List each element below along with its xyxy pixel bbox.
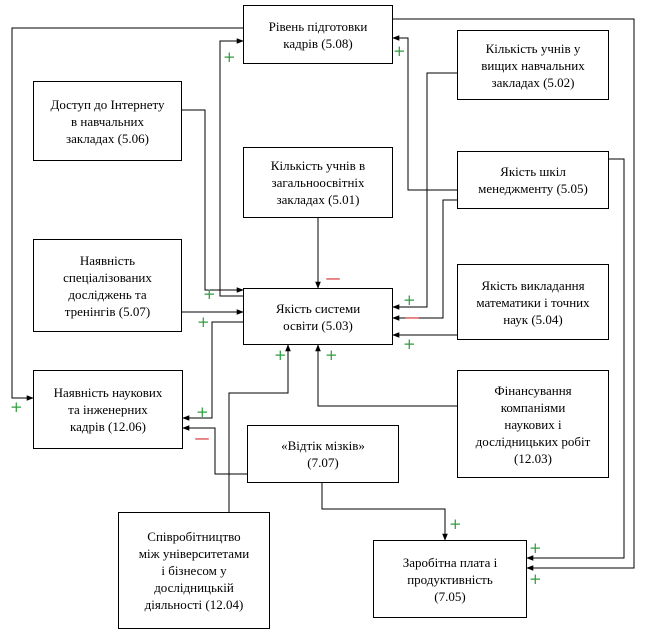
node-text: математики і точних bbox=[476, 294, 590, 310]
plus-sign: + bbox=[529, 539, 542, 557]
plus-sign: + bbox=[449, 515, 462, 533]
node-text: наукових і bbox=[504, 416, 562, 432]
plus-sign: + bbox=[529, 570, 542, 588]
node-text: Наявність bbox=[79, 252, 136, 268]
node-text: дослідницьких робіт bbox=[475, 433, 591, 449]
plus-sign: + bbox=[274, 346, 287, 364]
node-text: Рівень підготовки bbox=[268, 18, 368, 34]
minus-sign: — bbox=[325, 269, 341, 287]
edge-1204-to-503 bbox=[228, 344, 291, 512]
edge-707-to-1206 bbox=[182, 425, 247, 475]
node-text: «Відтік мізків» bbox=[281, 438, 365, 453]
node-text: закладах (5.02) bbox=[491, 74, 575, 90]
node-text: та інженерних bbox=[68, 402, 148, 417]
plus-sign: + bbox=[10, 398, 23, 416]
node-text: кадрів (5.08) bbox=[283, 35, 353, 51]
node-text: (12.03) bbox=[514, 450, 552, 466]
edge-505-to-503 bbox=[392, 199, 457, 321]
plus-sign: + bbox=[223, 48, 236, 66]
edge-1206-to-508 bbox=[11, 27, 243, 401]
edge-1203-to-503 bbox=[315, 344, 457, 407]
edge-505-to-508 bbox=[392, 35, 457, 191]
node-text: Кількість учнів у bbox=[485, 40, 581, 56]
node-text: і бізнесом у bbox=[161, 563, 227, 578]
node-text: Якість системи bbox=[275, 300, 361, 316]
node-text: Фінансування bbox=[494, 382, 572, 398]
node-secondary-students-5-01: Кількість учнів в загальноосвітніх заклада… bbox=[243, 147, 393, 218]
node-text: дослідницькій bbox=[154, 580, 234, 595]
node-text: продуктивність bbox=[407, 571, 493, 587]
edge-505-to-705 bbox=[526, 158, 625, 561]
node-text: закладах (5.01) bbox=[276, 192, 360, 207]
edge-506-to-503 bbox=[182, 109, 244, 293]
node-text: Кількість учнів в bbox=[270, 158, 366, 173]
plus-sign: + bbox=[403, 291, 416, 309]
node-text: спеціалізованих bbox=[63, 269, 152, 285]
node-university-industry-12-04: Співробітництво між університетами і бізне… bbox=[118, 512, 270, 629]
plus-sign: + bbox=[203, 285, 216, 303]
node-text: (7.07) bbox=[307, 455, 339, 470]
edge-503-to-508 bbox=[219, 38, 244, 297]
node-text: Якість викладання bbox=[481, 277, 585, 293]
edge-503-to-1206 bbox=[182, 321, 243, 421]
plus-sign: + bbox=[403, 335, 416, 353]
node-text: загальноосвітніх bbox=[271, 175, 365, 190]
node-text: освіти (5.03) bbox=[283, 317, 353, 333]
node-text: діяльності (12.04) bbox=[144, 597, 244, 612]
node-text: Співробітництво bbox=[147, 529, 241, 544]
node-text: Якість шкіл bbox=[500, 164, 566, 179]
node-text: закладах (5.06) bbox=[65, 130, 150, 146]
node-text: (7.05) bbox=[434, 588, 466, 604]
node-management-schools-5-05: Якість шкіл менеджменту (5.05) bbox=[457, 151, 609, 209]
node-text: менеджменту (5.05) bbox=[478, 181, 588, 196]
node-text: наук (5.04) bbox=[503, 311, 563, 327]
plus-sign: + bbox=[197, 313, 210, 331]
node-text: в навчальних bbox=[70, 113, 144, 129]
edge-707-to-705 bbox=[321, 483, 448, 541]
node-text: Заробітна плата і bbox=[402, 554, 498, 570]
node-text: Доступ до Інтернету bbox=[50, 96, 165, 112]
node-scientists-engineers-12-06: Наявність наукових та інженерних кадрів (1… bbox=[33, 370, 183, 449]
edge-508-to-705 bbox=[393, 18, 635, 571]
node-text: кадрів (12.06) bbox=[70, 419, 146, 434]
node-text: досліджень та bbox=[68, 286, 147, 302]
node-text: компаніями bbox=[500, 399, 566, 415]
node-brain-drain-7-07: «Відтік мізків» (7.07) bbox=[247, 425, 399, 483]
node-text: Наявність наукових bbox=[53, 385, 163, 400]
plus-sign: + bbox=[325, 346, 338, 364]
minus-sign: — bbox=[194, 429, 210, 447]
node-text: тренінгів (5.07) bbox=[64, 303, 151, 319]
minus-sign: — bbox=[404, 308, 420, 326]
plus-sign: + bbox=[393, 42, 406, 60]
node-text: вищих навчальних bbox=[481, 57, 585, 73]
node-text: між університетами bbox=[138, 546, 250, 561]
plus-sign: + bbox=[196, 403, 209, 421]
